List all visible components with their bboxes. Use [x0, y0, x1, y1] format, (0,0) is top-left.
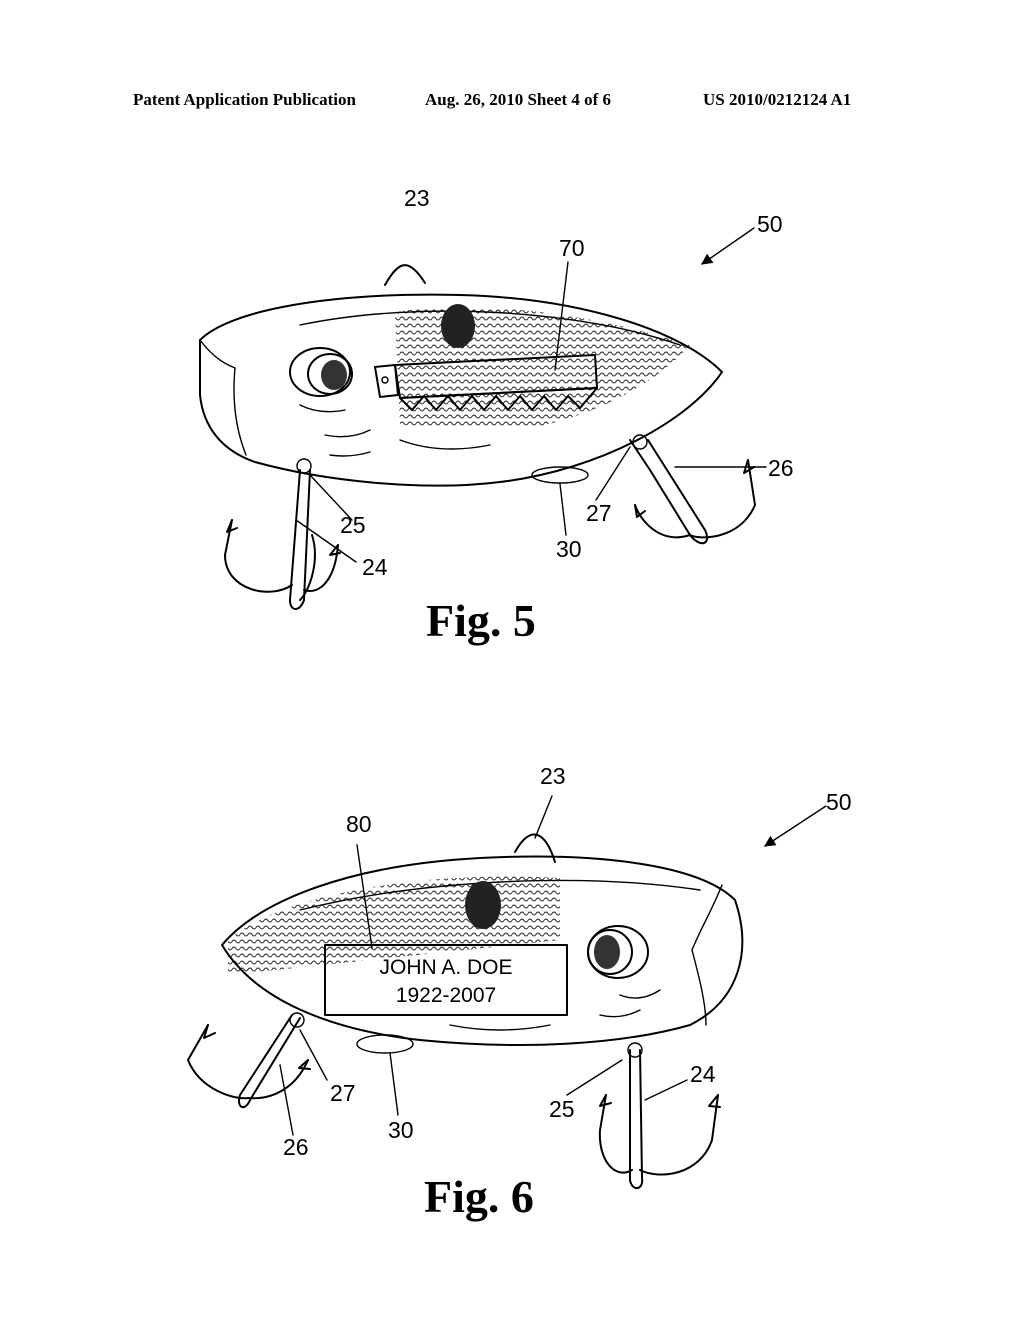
- arrow-50-fig6: [764, 805, 827, 847]
- ref-25-fig5: 25: [340, 512, 366, 538]
- eye-fig6: [587, 925, 649, 979]
- gill-lines-fig6: [449, 989, 661, 1031]
- plate-dates: 1922-2007: [396, 984, 496, 1007]
- plate-name: JOHN A. DOE: [379, 956, 512, 979]
- leader-lines-fig5: [295, 227, 767, 563]
- receptacle-70: [374, 354, 598, 411]
- header-publication: Patent Application Publication: [133, 90, 356, 109]
- reference-numerals-fig5: 23 50 70 26 27 25 24 30: [340, 185, 794, 580]
- ref-50-fig6: 50: [826, 789, 852, 815]
- dorsal-spot-fig5: [441, 304, 475, 348]
- ref-23-fig5: 23: [404, 185, 430, 211]
- hook-rear-26-fig5: [629, 434, 756, 545]
- ref-23-fig6: 23: [540, 763, 566, 789]
- hook-front-24-fig6: [598, 1042, 721, 1189]
- caption-fig6: Fig. 6: [424, 1171, 534, 1222]
- hook-rear-26-fig6: [187, 1012, 311, 1109]
- dorsal-spot-fig6: [465, 881, 501, 929]
- ref-24-fig5: 24: [362, 554, 388, 580]
- leader-lines-fig6: [279, 795, 827, 1136]
- ref-25-fig6: 25: [549, 1096, 575, 1122]
- ref-26-fig5: 26: [768, 455, 794, 481]
- ref-70-fig5: 70: [559, 235, 585, 261]
- header-date-sheet: Aug. 26, 2010 Sheet 4 of 6: [425, 90, 612, 109]
- figure-6: JOHN A. DOE 1922-2007: [187, 763, 852, 1222]
- rattle-chamber-30-fig6: [356, 1034, 414, 1054]
- reference-numerals-fig6: 23 50 80 27 26 30 25 24: [283, 763, 852, 1160]
- ref-30-fig5: 30: [556, 536, 582, 562]
- eye-fig5: [289, 347, 353, 397]
- ref-50-fig5: 50: [757, 211, 783, 237]
- name-plate-80: JOHN A. DOE 1922-2007: [324, 944, 568, 1016]
- ref-24-fig6: 24: [690, 1061, 716, 1087]
- figure-5: 23 50 70 26 27 25 24 30 Fig. 5: [199, 185, 794, 646]
- caption-fig5: Fig. 5: [426, 595, 536, 646]
- ref-30-fig6: 30: [388, 1117, 414, 1143]
- ref-80-fig6: 80: [346, 811, 372, 837]
- hook-front-24-fig5: [224, 458, 341, 610]
- ref-26-fig6: 26: [283, 1134, 309, 1160]
- line-tie-23-fig5: [384, 264, 426, 286]
- ref-27-fig6: 27: [330, 1080, 356, 1106]
- gill-lines-fig5: [299, 404, 491, 457]
- rattle-chamber-30-fig5: [531, 466, 589, 484]
- header-patent-number: US 2010/0212124 A1: [703, 90, 852, 109]
- ref-27-fig5: 27: [586, 500, 612, 526]
- arrow-50-fig5: [701, 227, 755, 265]
